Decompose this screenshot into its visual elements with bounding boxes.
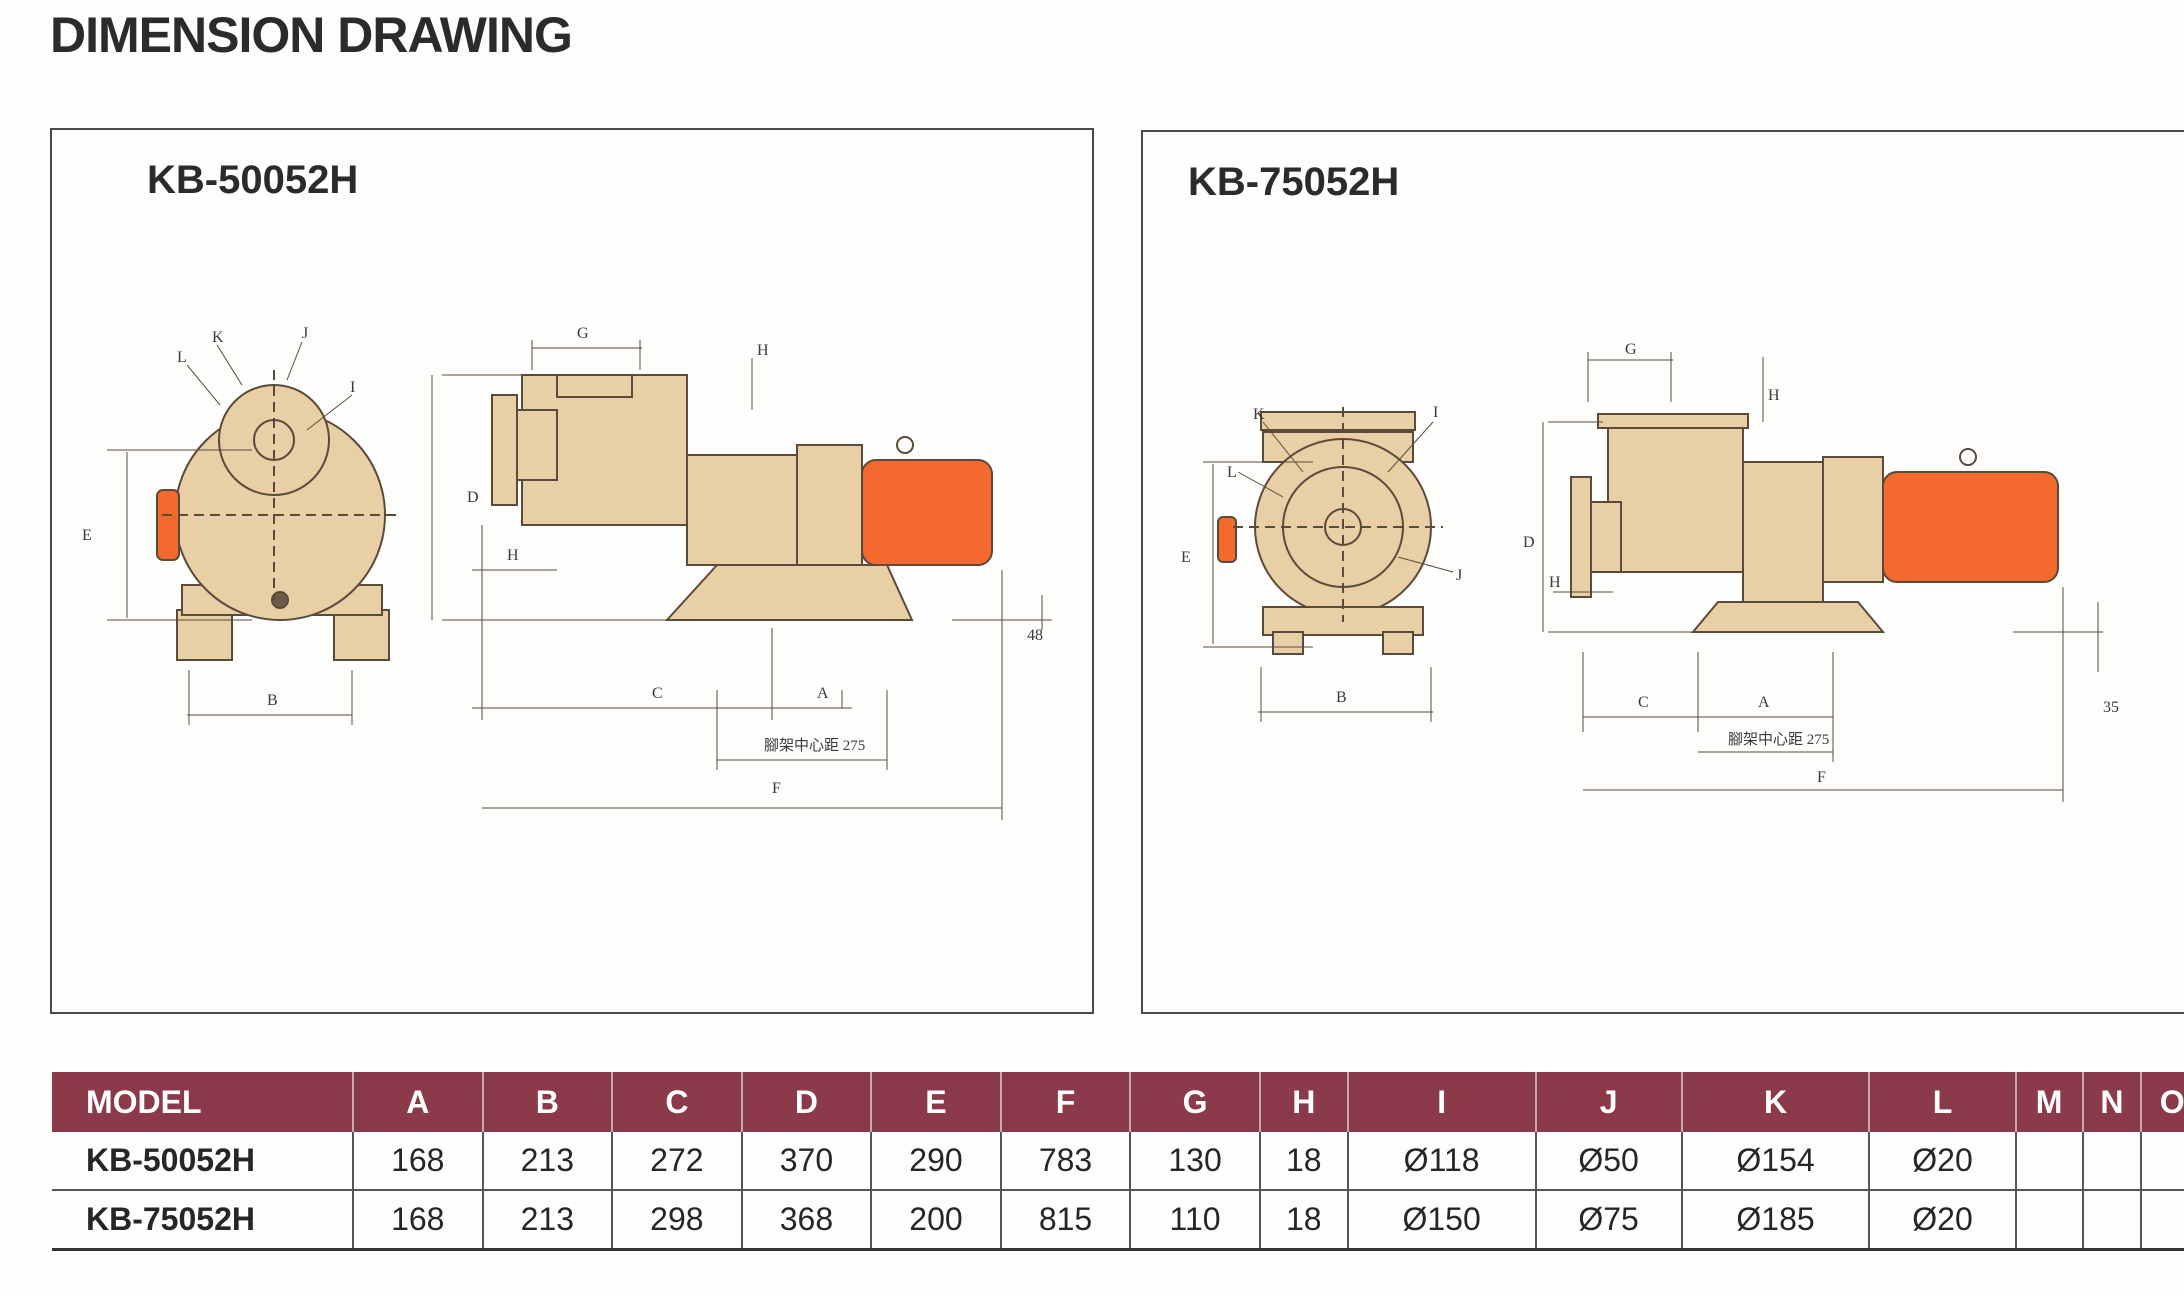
front-view xyxy=(107,341,397,725)
model-title: KB-50052H xyxy=(147,158,359,202)
table-cell: Ø50 xyxy=(1535,1132,1683,1191)
table-cell: Ø20 xyxy=(1869,1132,2017,1191)
table-cell: Ø150 xyxy=(1347,1190,1537,1251)
column-header-m: M xyxy=(2015,1072,2084,1132)
table-cell: 110 xyxy=(1130,1190,1261,1251)
svg-text:腳架中心距 275: 腳架中心距 275 xyxy=(764,737,865,754)
svg-text:L: L xyxy=(177,349,187,366)
table-cell xyxy=(2141,1132,2184,1191)
drawing-panel-kb-50052h: KB-50052H xyxy=(50,128,1094,1014)
column-header-a: A xyxy=(353,1072,484,1132)
svg-text:I: I xyxy=(350,379,355,396)
dimension-labels: K I L J E B G H D H C A F 35 腳架中心距 275 xyxy=(1181,341,2119,786)
table-cell xyxy=(2141,1190,2184,1251)
table-cell: 815 xyxy=(1000,1190,1132,1251)
side-view xyxy=(431,340,1052,820)
table-cell: Ø75 xyxy=(1535,1190,1683,1251)
svg-text:F: F xyxy=(772,780,781,797)
table-cell: 368 xyxy=(741,1190,873,1251)
table-cell: Ø20 xyxy=(1869,1190,2017,1251)
column-header-n: N xyxy=(2082,1072,2143,1132)
column-header-b: B xyxy=(482,1072,614,1132)
svg-text:H: H xyxy=(1549,574,1561,591)
column-header-g: G xyxy=(1130,1072,1261,1132)
column-header-l: L xyxy=(1869,1072,2017,1132)
svg-text:H: H xyxy=(507,547,519,564)
column-header-k: K xyxy=(1681,1072,1871,1132)
table-cell: 213 xyxy=(482,1132,614,1191)
svg-text:J: J xyxy=(302,325,308,342)
table-cell: 168 xyxy=(353,1132,484,1191)
svg-text:J: J xyxy=(1456,567,1462,584)
svg-text:E: E xyxy=(82,527,92,544)
svg-text:C: C xyxy=(652,685,663,702)
svg-text:48: 48 xyxy=(1027,627,1043,644)
svg-text:E: E xyxy=(1181,549,1191,566)
table-cell: Ø154 xyxy=(1681,1132,1871,1191)
table-cell: 200 xyxy=(871,1190,1002,1251)
drawing-panel-kb-75052h: KB-75052H xyxy=(1141,130,2184,1014)
svg-text:B: B xyxy=(267,692,278,709)
column-header-j: J xyxy=(1535,1072,1683,1132)
table-cell: 18 xyxy=(1259,1190,1349,1251)
svg-text:G: G xyxy=(577,325,589,342)
svg-text:腳架中心距 275: 腳架中心距 275 xyxy=(1728,731,1829,748)
svg-text:B: B xyxy=(1336,689,1347,706)
front-view xyxy=(1203,407,1454,722)
column-header-i: I xyxy=(1347,1072,1537,1132)
dimension-labels: K J L I E B G H D H C A F 48 腳架中心距 275 xyxy=(82,325,1043,797)
svg-text:H: H xyxy=(1768,387,1780,404)
table-cell: 783 xyxy=(1000,1132,1132,1191)
column-header-d: D xyxy=(741,1072,873,1132)
model-cell: KB-75052H xyxy=(52,1190,354,1251)
table-cell: 130 xyxy=(1130,1132,1261,1191)
svg-text:D: D xyxy=(1523,534,1535,551)
table-cell xyxy=(2015,1132,2084,1191)
svg-text:A: A xyxy=(817,685,829,702)
side-view xyxy=(1542,352,2103,802)
model-title: KB-75052H xyxy=(1188,160,1400,204)
svg-text:G: G xyxy=(1625,341,1637,358)
table-cell: 370 xyxy=(741,1132,873,1191)
table-cell: 298 xyxy=(612,1190,743,1251)
column-header-h: H xyxy=(1259,1072,1349,1132)
table-cell: 290 xyxy=(871,1132,1002,1191)
svg-text:35: 35 xyxy=(2103,699,2119,716)
svg-text:F: F xyxy=(1817,769,1826,786)
table-cell xyxy=(2082,1132,2143,1191)
table-cell xyxy=(2082,1190,2143,1251)
svg-text:K: K xyxy=(1253,406,1265,423)
svg-text:D: D xyxy=(467,489,479,506)
column-header-f: F xyxy=(1000,1072,1132,1132)
column-header-model: MODEL xyxy=(52,1072,354,1132)
svg-text:A: A xyxy=(1758,694,1770,711)
column-header-c: C xyxy=(612,1072,743,1132)
column-header-o: O xyxy=(2141,1072,2184,1132)
pump-drawing: K I L J E B G H D H C A F 35 腳架中心距 275 xyxy=(1181,341,2119,802)
pump-drawing: K J L I E B G H D H C A F 48 腳架中心距 275 xyxy=(82,325,1052,820)
model-cell: KB-50052H xyxy=(52,1132,354,1191)
table-cell: 18 xyxy=(1259,1132,1349,1191)
table-cell: Ø118 xyxy=(1347,1132,1537,1191)
table-cell xyxy=(2015,1190,2084,1251)
svg-text:H: H xyxy=(757,342,769,359)
svg-text:L: L xyxy=(1227,464,1237,481)
table-cell: 213 xyxy=(482,1190,614,1251)
table-cell: 168 xyxy=(353,1190,484,1251)
table-cell: Ø185 xyxy=(1681,1190,1871,1251)
svg-text:C: C xyxy=(1638,694,1649,711)
svg-text:I: I xyxy=(1433,404,1438,421)
svg-text:K: K xyxy=(212,329,224,346)
page-title: DIMENSION DRAWING xyxy=(50,7,573,63)
table-cell: 272 xyxy=(612,1132,743,1191)
column-header-e: E xyxy=(871,1072,1002,1132)
